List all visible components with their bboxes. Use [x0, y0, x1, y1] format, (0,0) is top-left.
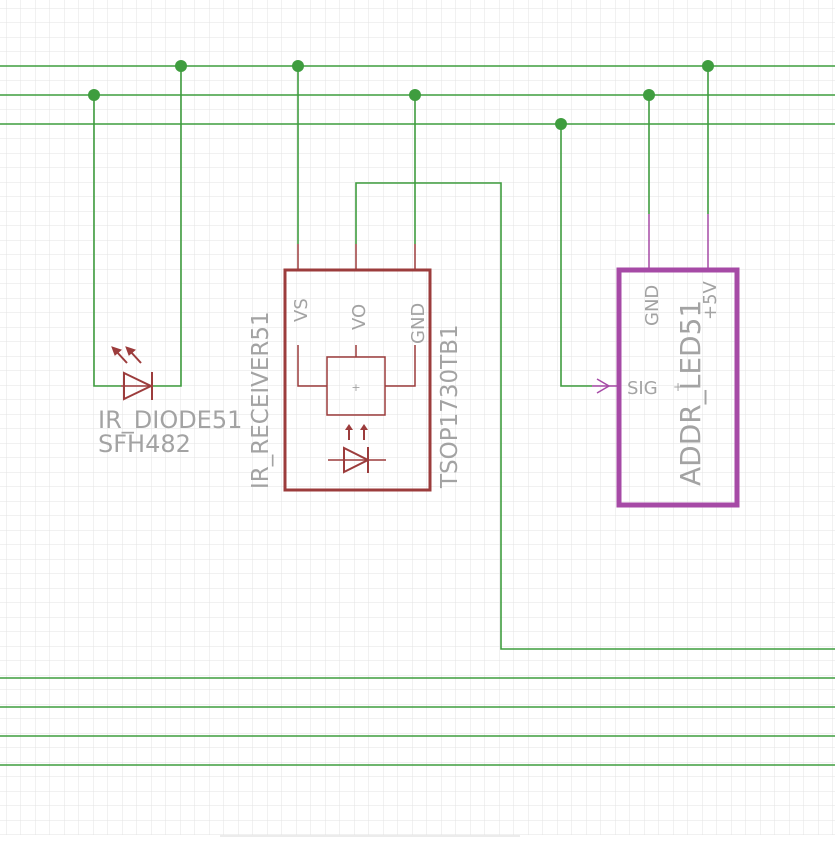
- junction-dot[interactable]: [88, 89, 100, 101]
- receiver-value: TSOP1730TB1: [437, 324, 463, 489]
- receiver-vo-wire[interactable]: [355, 182, 835, 650]
- junction-dot[interactable]: [555, 118, 567, 130]
- led-pin-sig-label: SIG: [627, 378, 658, 399]
- junction-dot[interactable]: [409, 89, 421, 101]
- receiver-origin-cross: +: [351, 381, 360, 394]
- receiver-gnd-internal: [385, 345, 416, 387]
- led-sig-wire[interactable]: [560, 124, 592, 387]
- receiver-pin-vo-label: VO: [349, 304, 370, 330]
- ir-receiver-symbol[interactable]: + VS VO GND IR_RECEIVER51 TSOP1730TB1: [248, 244, 463, 492]
- ir-diode-name: IR_DIODE51: [98, 406, 242, 434]
- junction-dot[interactable]: [643, 89, 655, 101]
- junction-dot[interactable]: [292, 60, 304, 72]
- receiver-ic-box: [326, 356, 386, 416]
- emission-arrows-icon: [111, 346, 142, 364]
- led-body: [616, 267, 740, 508]
- led-origin-cross: +: [673, 380, 683, 394]
- receiver-pin-vs-label: VS: [291, 298, 312, 322]
- ir-diode-cathode-wire[interactable]: [153, 66, 182, 387]
- junctions: [88, 60, 714, 130]
- led-sig-arrow-icon: [596, 378, 611, 394]
- ir-diode-value: SFH482: [98, 430, 191, 458]
- led-name: ADDR_LED51: [674, 300, 707, 486]
- receiver-body: [283, 268, 432, 492]
- ir-diode-symbol[interactable]: IR_DIODE51 SFH482: [98, 346, 242, 458]
- led-pin-gnd-label: GND: [642, 285, 663, 326]
- receiver-name: IR_RECEIVER51: [248, 311, 274, 489]
- junction-dot[interactable]: [175, 60, 187, 72]
- ir-diode-anode-wire[interactable]: [93, 95, 121, 387]
- photodiode-icon: [328, 424, 386, 474]
- led-pin-vcc-label: +5V: [700, 280, 721, 320]
- junction-dot[interactable]: [702, 60, 714, 72]
- ir-diode-triangle: [123, 371, 154, 401]
- net-wires: [93, 66, 835, 650]
- receiver-pin-gnd-label: GND: [408, 303, 429, 344]
- receiver-vs-internal: [297, 345, 327, 387]
- addr-led-symbol[interactable]: GND +5V SIG + ADDR_LED51: [592, 214, 740, 508]
